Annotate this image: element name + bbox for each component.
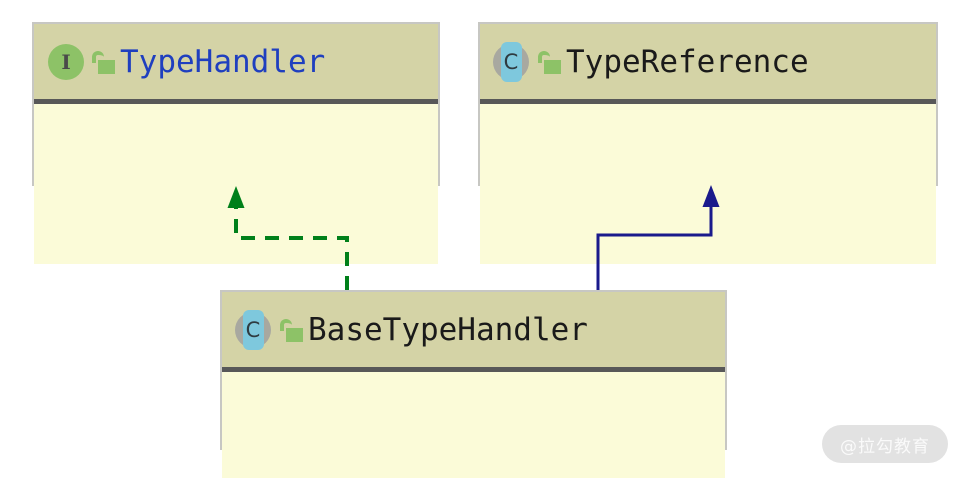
- padlock-shackle: [92, 50, 104, 63]
- class-name-type-reference: TypeReference: [566, 43, 809, 80]
- class-members-base-type-handler: [222, 372, 725, 478]
- open-padlock-icon: [278, 315, 308, 345]
- class-members-type-handler: [34, 104, 438, 264]
- class-name-base-type-handler: BaseTypeHandler: [308, 311, 588, 348]
- class-icon-letter: C: [245, 317, 261, 342]
- class-icon-plate: [501, 41, 522, 82]
- class-icon: C: [490, 41, 532, 83]
- class-members-type-reference: [480, 104, 936, 264]
- padlock-shackle: [280, 318, 292, 331]
- uml-class-box-type-reference[interactable]: C TypeReference: [478, 22, 938, 264]
- class-icon: C: [232, 309, 274, 351]
- class-header-type-handler: I TypeHandler: [34, 24, 438, 104]
- class-name-type-handler: TypeHandler: [120, 43, 326, 80]
- class-header-type-reference: C TypeReference: [480, 24, 936, 104]
- open-padlock-icon: [90, 47, 120, 77]
- interface-icon-letter: I: [61, 49, 71, 74]
- open-padlock-icon: [536, 47, 566, 77]
- padlock-shackle: [538, 50, 550, 63]
- class-icon-plate: [243, 309, 264, 350]
- padlock-body: [286, 327, 303, 342]
- uml-class-box-base-type-handler[interactable]: C BaseTypeHandler: [220, 290, 727, 478]
- uml-class-box-type-handler[interactable]: I TypeHandler: [32, 22, 440, 264]
- class-header-base-type-handler: C BaseTypeHandler: [222, 292, 725, 372]
- padlock-body: [98, 59, 115, 74]
- interface-icon: I: [44, 41, 86, 83]
- watermark: @拉勾教育: [822, 425, 948, 463]
- padlock-body: [544, 59, 561, 74]
- class-icon-letter: C: [503, 49, 519, 74]
- interface-icon-disc: [48, 43, 84, 80]
